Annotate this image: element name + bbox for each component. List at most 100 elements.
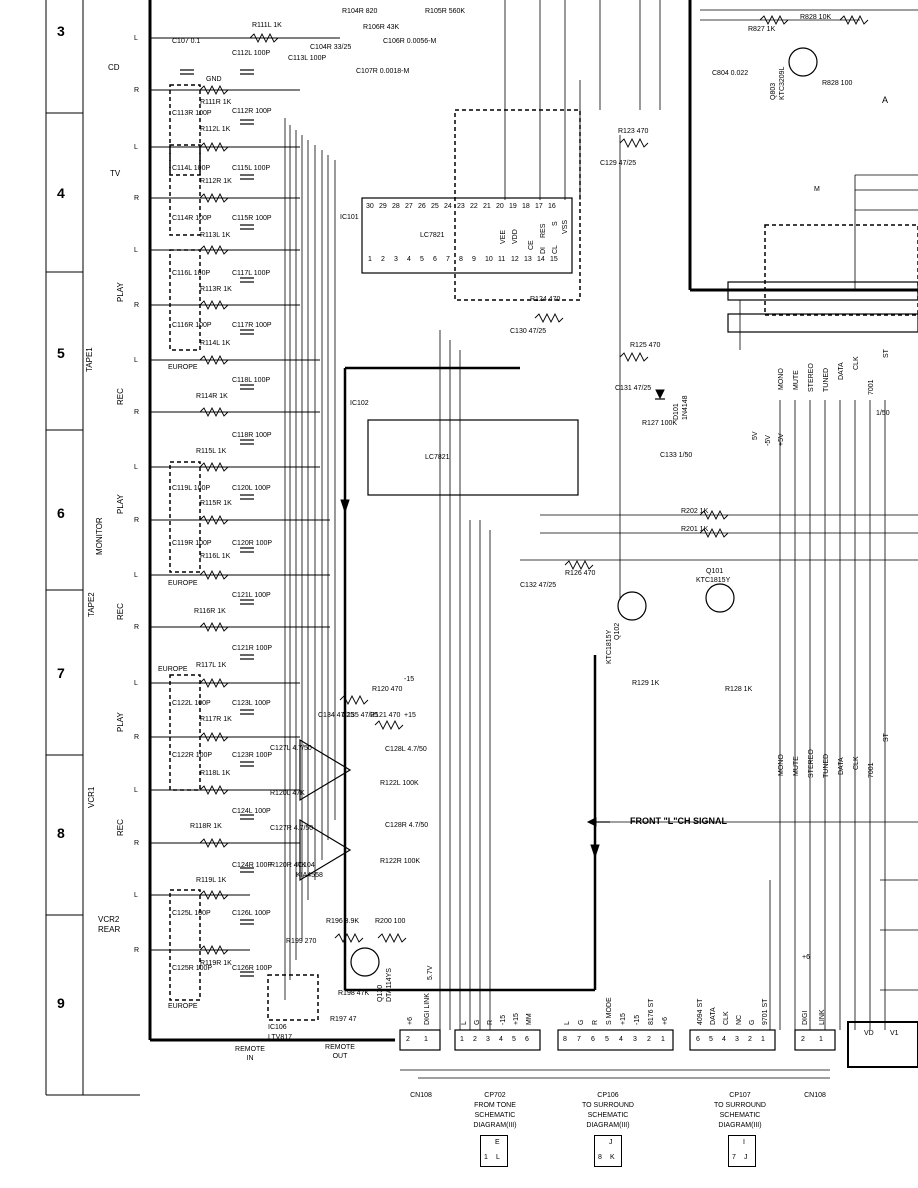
- capacitor-label: C129 47/25: [600, 160, 637, 167]
- jack-l: L: [134, 357, 138, 364]
- power-label: +5V: [778, 433, 785, 446]
- tape2-rec-label: REC: [116, 603, 125, 620]
- resistor-label: R119L 1K: [196, 877, 227, 884]
- ic101-pin: 3: [394, 256, 398, 263]
- ic104-part-label: KIA4558: [296, 872, 323, 879]
- gnd-label: GND: [206, 76, 222, 83]
- resistor-label: R126 470: [565, 570, 596, 577]
- resistor-label: R197 47: [330, 1016, 357, 1023]
- cp106-signal: +15: [620, 1013, 627, 1025]
- cp106-pin: 5: [605, 1036, 609, 1043]
- input-label-tape1: TAPE1: [85, 347, 94, 372]
- jack-l: L: [134, 892, 138, 899]
- capacitor-label: C133 1/50: [660, 452, 693, 459]
- capacitor-label: C130 47/25: [510, 328, 547, 335]
- grid-ref-letter: K: [610, 1154, 615, 1161]
- resistor-label: R104R 820: [342, 8, 378, 15]
- resistor-label: R119R 1K: [200, 960, 232, 967]
- jack-l: L: [134, 144, 138, 151]
- ic101-pin: 26: [418, 203, 426, 210]
- ic101-pin: 13: [524, 256, 532, 263]
- resistor-label: R120 470: [372, 686, 403, 693]
- cn108-signal: LINK: [819, 1009, 826, 1025]
- cap-value-fragment: 1/50: [876, 410, 890, 417]
- connector-label-v1: V1: [890, 1030, 899, 1037]
- bus-signal-label: CLK: [853, 756, 860, 770]
- meter-marker-m: M: [814, 186, 820, 193]
- cn108-signal: +6: [407, 1017, 414, 1025]
- resistor-label: R120L 47K: [270, 790, 305, 797]
- input-label-monitor: MONITOR: [95, 517, 104, 555]
- d101-label: D101: [673, 403, 680, 420]
- cp702-pin: 6: [525, 1036, 529, 1043]
- cp702-pin: 3: [486, 1036, 490, 1043]
- cn108-pin: 2: [406, 1036, 410, 1043]
- ic101-label: IC101: [340, 214, 359, 221]
- grid-row-8: 8: [57, 825, 65, 841]
- bus-signal-label: ST: [883, 733, 890, 742]
- cp106-signal: G: [578, 1019, 585, 1025]
- resistor-label: R122R 100K: [380, 858, 421, 865]
- cp702-signal: R: [487, 1019, 494, 1025]
- bottom-ref-cp702: CP702: [484, 1092, 506, 1099]
- bus-signal-label: DATA: [838, 757, 845, 775]
- cp106-pin: 8: [563, 1036, 567, 1043]
- capacitor-label: C107R 0.0018-M: [356, 68, 410, 75]
- resistor-label: R114R 1K: [196, 393, 228, 400]
- d101-part-label: 1N4148: [682, 395, 689, 420]
- capacitor-label: C131 47/25: [615, 385, 652, 392]
- grid-ref-letter: J: [609, 1139, 613, 1146]
- ic101-pin: 24: [444, 203, 452, 210]
- tape1-play-label: PLAY: [116, 282, 125, 302]
- capacitor-label: C121L 100P: [232, 592, 271, 599]
- ic101-pin: 10: [485, 256, 493, 263]
- ic101-pin: 27: [405, 203, 413, 210]
- q101-part-label: KTC1815Y: [696, 577, 731, 584]
- power-label: +6: [802, 954, 810, 961]
- bottom-ref-cp702-line: SCHEMATIC: [474, 1112, 516, 1119]
- resistor-label: R128 1K: [725, 686, 753, 693]
- jack-l: L: [134, 572, 138, 579]
- capacitor-label: C114L 100P: [172, 165, 211, 172]
- resistor-label: R827 1K: [748, 26, 776, 33]
- resistor-label: R120R 47K: [270, 862, 307, 869]
- grid-row-6: 6: [57, 505, 65, 521]
- grid-ref-box-cp702: E 1 L: [480, 1135, 508, 1167]
- capacitor-label: C120R 100P: [232, 540, 273, 547]
- capacitor-label: C122R 100P: [172, 752, 213, 759]
- ic101-pin: 18: [522, 203, 530, 210]
- europe-label-4: EUROPE: [168, 1003, 198, 1010]
- cp107-pin: 5: [709, 1036, 713, 1043]
- tape2-play-label: PLAY: [116, 494, 125, 514]
- cp107-signal: G: [749, 1019, 756, 1025]
- resistor-label: R828 100: [822, 80, 853, 87]
- bottom-ref-cn108-right: CN108: [804, 1092, 826, 1099]
- grid-ref-letter: J: [744, 1154, 748, 1161]
- bus-signal-label: 7001: [868, 379, 875, 395]
- resistor-label: R112R 1K: [200, 178, 232, 185]
- power-label: 5V: [752, 431, 759, 440]
- jack-r: R: [134, 87, 140, 94]
- input-label-vcr2: VCR2: [98, 915, 120, 924]
- bus-signal-label: STEREO: [808, 749, 815, 778]
- capacitor-label: C126L 100P: [232, 910, 271, 917]
- jack-l: L: [134, 787, 138, 794]
- jack-r: R: [134, 840, 140, 847]
- remote-out-sub: OUT: [332, 1053, 348, 1060]
- jack-r: R: [134, 195, 140, 202]
- ic101-pin: 30: [366, 203, 374, 210]
- q803-part-label: KTC3209L: [779, 66, 786, 100]
- jack-r: R: [134, 734, 140, 741]
- bottom-ref-cp106-line: DIAGRAM(III): [586, 1122, 630, 1129]
- bus-signal-label: DATA: [838, 362, 845, 380]
- bus-signal-label: ST: [883, 349, 890, 358]
- bottom-ref-cp107-line: TO SURROUND: [714, 1102, 766, 1109]
- bottom-ref-cp107: CP107: [729, 1092, 751, 1099]
- grid-row-7: 7: [57, 665, 65, 681]
- ic101-pin: 11: [498, 256, 506, 263]
- ic106-part-label: LTV817: [268, 1034, 292, 1041]
- resistor-label: R129 1K: [632, 680, 660, 687]
- ic101-pin: 17: [535, 203, 543, 210]
- capacitor-label: C125L 100P: [172, 910, 211, 917]
- capacitor-label: C112R 100P: [232, 108, 272, 115]
